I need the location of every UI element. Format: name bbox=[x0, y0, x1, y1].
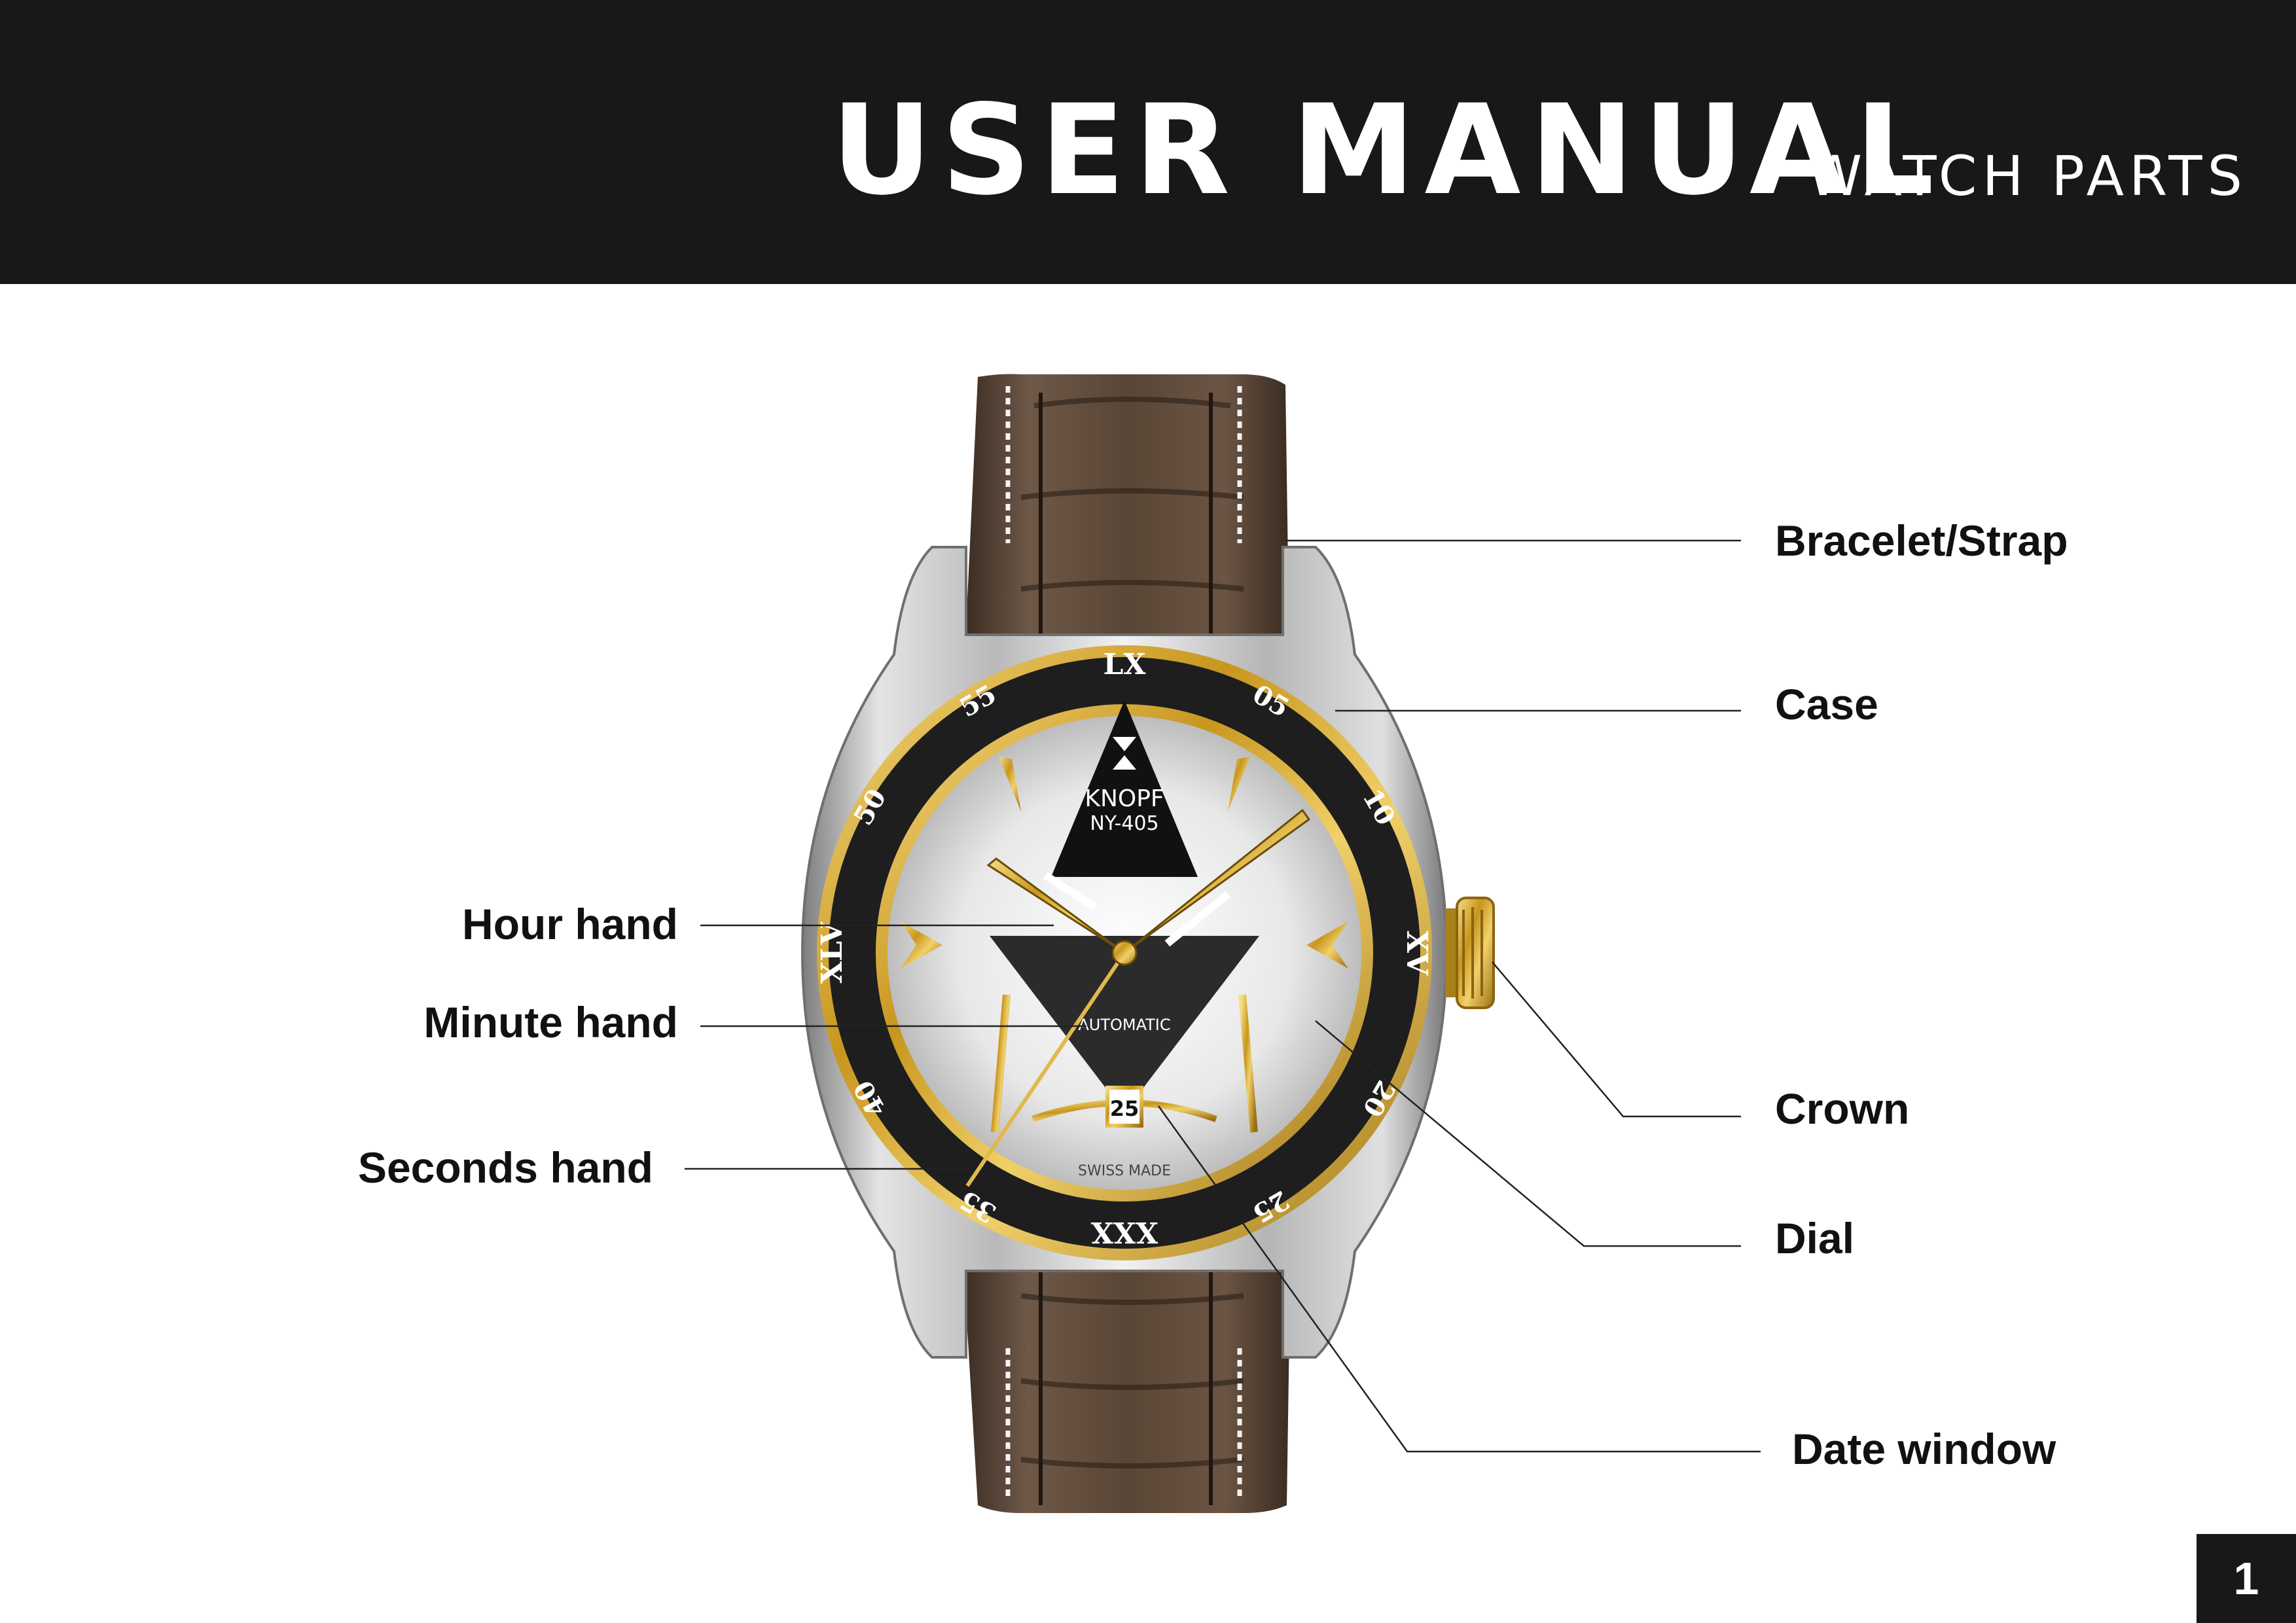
hands bbox=[965, 808, 1311, 1187]
page-title: USER MANUAL bbox=[831, 78, 1944, 223]
bezel-marker-xv: XV bbox=[1400, 931, 1433, 976]
date-value: 25 bbox=[1110, 1096, 1139, 1121]
label-hour-hand: Hour hand bbox=[462, 900, 678, 948]
brand-name: KNOPF bbox=[1085, 785, 1164, 812]
crown bbox=[1445, 897, 1495, 1009]
strap-top bbox=[965, 374, 1289, 654]
leader-dial bbox=[1315, 1020, 1741, 1247]
minute-hand bbox=[1124, 808, 1311, 954]
label-seconds-hand: Seconds hand bbox=[357, 1143, 653, 1192]
header-bar: USER MANUAL WATCH PARTS bbox=[0, 0, 2296, 284]
label-dial: Dial bbox=[1775, 1214, 1855, 1262]
label-bracelet-strap: Bracelet/Strap bbox=[1775, 516, 2068, 565]
bezel-marker-xxx: XXX bbox=[1090, 1215, 1158, 1249]
label-crown: Crown bbox=[1775, 1084, 1910, 1133]
leader-date-window bbox=[1157, 1105, 1761, 1453]
dial: KNOPF NY-405 AUTOMATIC 25 SWISS MADE bbox=[901, 700, 1348, 1179]
strap-bottom bbox=[962, 1243, 1291, 1513]
label-case: Case bbox=[1775, 680, 1878, 728]
label-date-window: Date window bbox=[1792, 1425, 2056, 1473]
page-number: 1 bbox=[2197, 1534, 2296, 1623]
seconds-hand bbox=[965, 952, 1126, 1187]
label-minute-hand: Minute hand bbox=[423, 998, 678, 1046]
hour-hand bbox=[986, 857, 1125, 954]
leader-lines bbox=[685, 539, 1761, 1453]
origin-text: SWISS MADE bbox=[1078, 1163, 1171, 1179]
bezel-marker-xlv: XLV bbox=[816, 921, 849, 984]
page-subtitle: WATCH PARTS bbox=[1808, 144, 2248, 208]
model-name: NY-405 bbox=[1090, 812, 1158, 835]
movement-text: AUTOMATIC bbox=[1078, 1016, 1170, 1034]
leader-crown bbox=[1492, 961, 1741, 1118]
bezel-marker-lx: LX bbox=[1103, 648, 1146, 681]
